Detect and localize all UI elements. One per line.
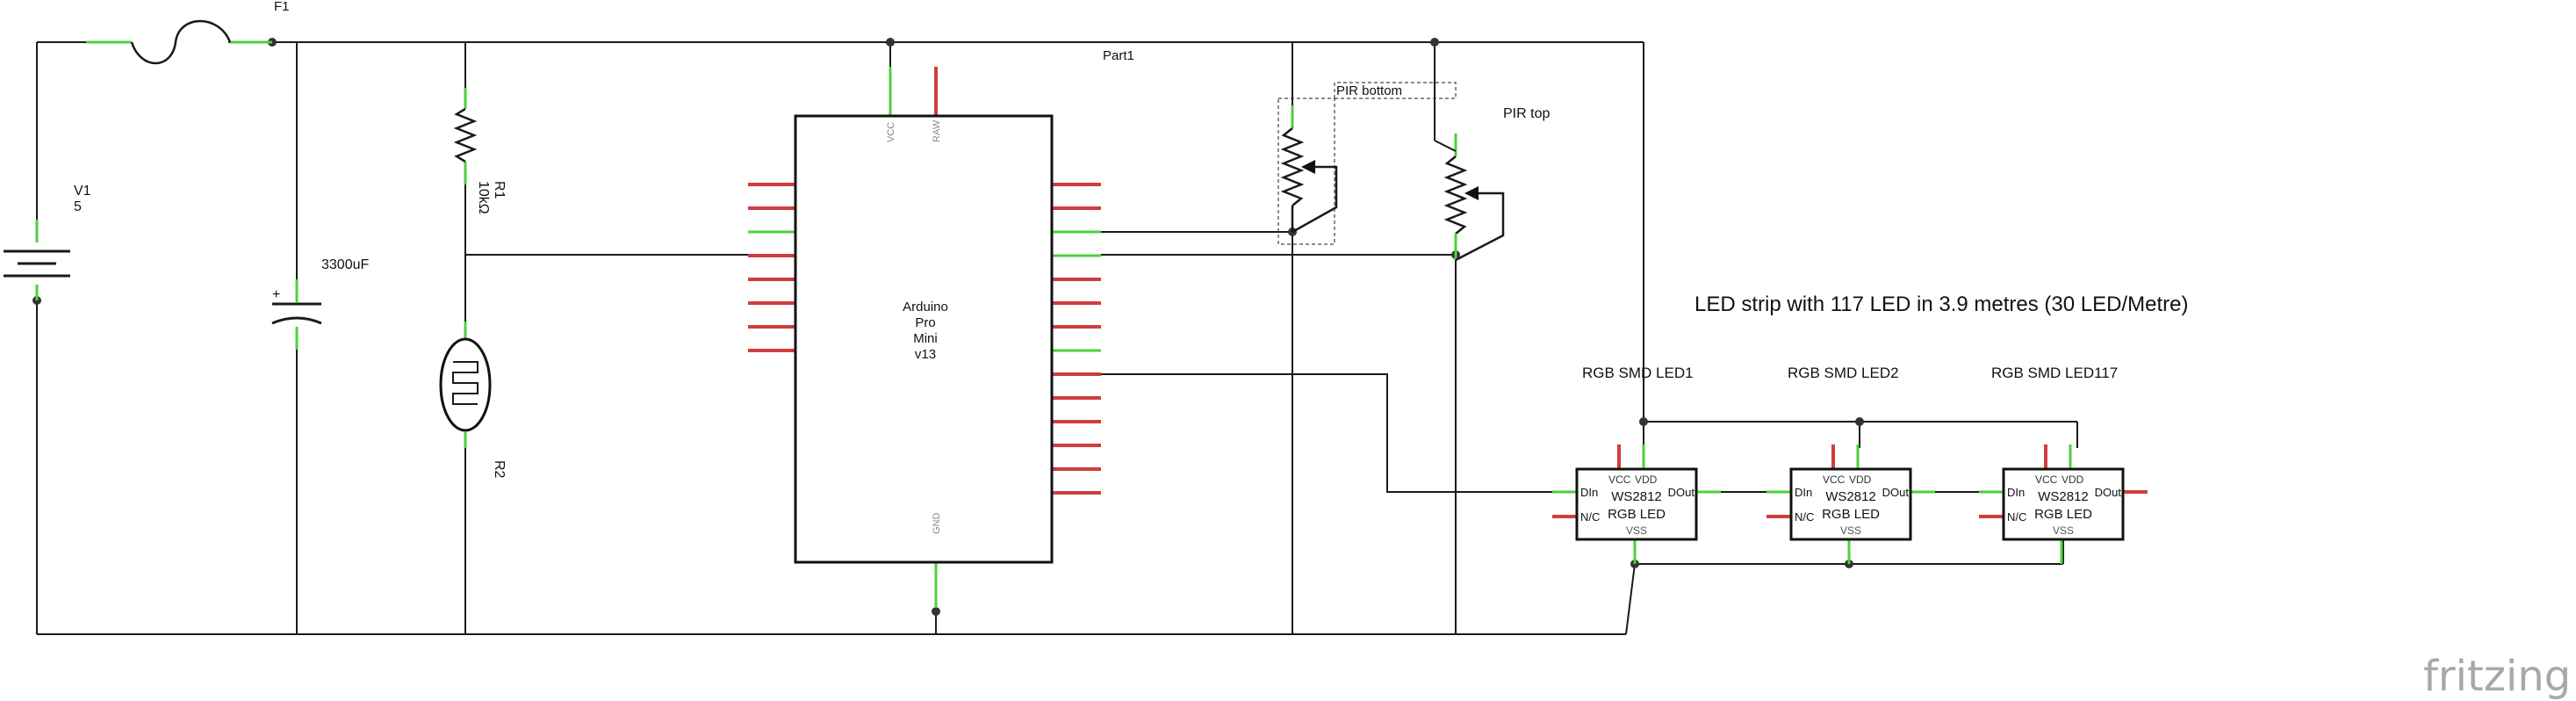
pir-bottom: PIR bottom xyxy=(1277,82,1457,245)
led-chip-label: WS2812 xyxy=(1825,489,1876,504)
led-din-label: DIn xyxy=(1580,486,1598,499)
capacitor: + 3300uF xyxy=(271,257,369,350)
arduino-name-2: Pro xyxy=(915,315,935,330)
led-part-label: RGB SMD LED1 xyxy=(1582,365,1694,381)
fuse-label: F1 xyxy=(274,0,290,14)
led-nc-label: N/C xyxy=(1795,510,1814,524)
led-strip-caption: LED strip with 117 LED in 3.9 metres (30… xyxy=(1695,293,2188,316)
pir-bottom-label: PIR bottom xyxy=(1336,83,1402,98)
led-vdd-label: VDD xyxy=(1635,473,1658,486)
fuse-f1: F1 xyxy=(86,0,290,65)
led-vdd-label: VDD xyxy=(2062,473,2084,486)
led-vss-label: VSS xyxy=(1840,524,1861,537)
led-din-label: DIn xyxy=(1795,486,1812,499)
led-chip-label: WS2812 xyxy=(2038,489,2089,504)
led-vdd-label: VDD xyxy=(1849,473,1872,486)
battery-value: 5 xyxy=(74,199,82,214)
arduino-pro-mini: RESETDTRA0A1A2A3A4A5 D13/SCKD12/MISOD11 … xyxy=(748,48,1134,608)
led-vcc-label: VCC xyxy=(1608,473,1631,486)
arduino-name-3: Mini xyxy=(913,331,938,346)
arduino-name-4: v13 xyxy=(915,347,936,362)
led-din-label: DIn xyxy=(2007,486,2025,499)
wires xyxy=(36,41,2078,635)
led-vcc-label: VCC xyxy=(1823,473,1846,486)
led-vcc-label: VCC xyxy=(2035,473,2058,486)
svg-text:+: + xyxy=(272,287,280,302)
led-nc-label: N/C xyxy=(2007,510,2026,524)
led-part-label: RGB SMD LED117 xyxy=(1991,365,2118,381)
part-label: Part1 xyxy=(1103,48,1134,63)
led-chip-label: WS2812 xyxy=(1611,489,1662,504)
led-dout-label: DOut xyxy=(1668,486,1695,499)
resistor-label: R1 xyxy=(492,181,507,199)
led-vss-label: VSS xyxy=(1626,524,1647,537)
pir-top-label: PIR top xyxy=(1503,106,1550,121)
resistor-r1: R1 10kΩ xyxy=(453,88,507,214)
battery-label: V1 xyxy=(74,184,91,199)
pir-top: PIR top xyxy=(1434,106,1550,262)
arduino-gnd-pin: GND xyxy=(932,513,942,535)
photocell-label: R2 xyxy=(492,460,507,479)
led-desc-label: RGB LED xyxy=(2034,507,2092,522)
led-dout-label: DOut xyxy=(2095,486,2122,499)
photocell-r2: R2 xyxy=(439,322,507,479)
led-desc-label: RGB LED xyxy=(1608,507,1666,522)
arduino-name-1: Arduino xyxy=(903,300,948,314)
junction-dots xyxy=(32,38,1864,616)
resistor-value: 10kΩ xyxy=(476,181,491,214)
led-part-label: RGB SMD LED2 xyxy=(1788,365,1899,381)
fritzing-watermark: fritzing xyxy=(2423,652,2571,701)
led-nc-label: N/C xyxy=(1580,510,1600,524)
led-vss-label: VSS xyxy=(2053,524,2074,537)
arduino-vcc-pin: VCC xyxy=(886,122,896,142)
capacitor-value: 3300uF xyxy=(321,257,369,272)
battery-v1: V1 5 xyxy=(4,184,91,300)
arduino-raw-pin: RAW xyxy=(932,119,942,142)
led-dout-label: DOut xyxy=(1882,486,1910,499)
led-desc-label: RGB LED xyxy=(1822,507,1880,522)
